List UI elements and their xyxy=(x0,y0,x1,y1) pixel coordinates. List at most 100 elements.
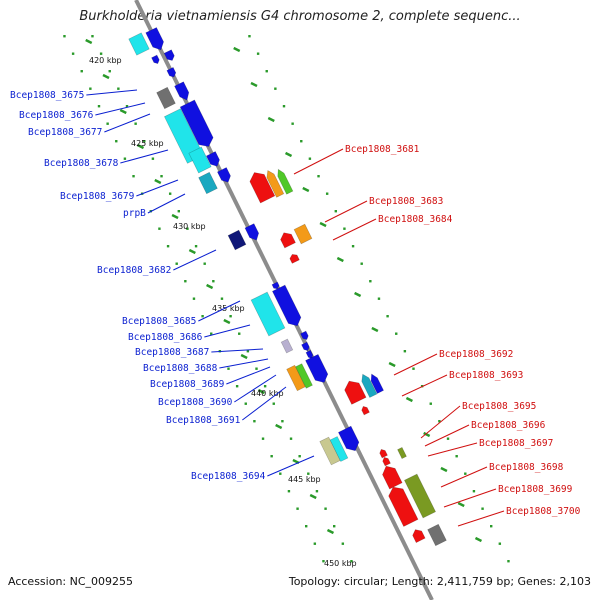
track-dot xyxy=(287,490,291,493)
leader-line xyxy=(443,488,497,508)
gene-feature xyxy=(145,27,164,51)
gene-feature xyxy=(272,284,302,327)
gene-label-reverse[interactable]: Bcep1808_3692 xyxy=(439,349,513,360)
leader-line xyxy=(95,102,146,116)
track-dot xyxy=(282,105,286,108)
gene-feature xyxy=(329,436,349,462)
track-dot xyxy=(166,245,170,248)
gene-label-forward[interactable]: Bcep1808_3679 xyxy=(60,191,135,202)
track-dot xyxy=(369,280,372,283)
track-dot xyxy=(298,455,301,458)
gene-label-reverse[interactable]: Bcep1808_3699 xyxy=(498,484,573,495)
gene-feature xyxy=(305,353,329,383)
gene-label-forward[interactable]: Bcep1808_3676 xyxy=(19,110,94,121)
track-dash xyxy=(309,493,317,500)
gene-labels: Bcep1808_3675Bcep1808_3676Bcep1808_3677B… xyxy=(10,90,581,517)
track-dash xyxy=(206,283,214,290)
gene-label-forward[interactable]: Bcep1808_3691 xyxy=(166,415,241,426)
track-dot xyxy=(255,367,258,370)
leader-line xyxy=(440,466,488,488)
track-dot xyxy=(324,507,327,510)
gene-label-forward[interactable]: Bcep1808_3694 xyxy=(191,471,266,482)
track-dot xyxy=(386,315,389,318)
leader-line xyxy=(136,179,179,197)
track-dot xyxy=(238,332,241,335)
gene-feature xyxy=(344,380,367,405)
gene-feature xyxy=(179,99,214,147)
track-dash xyxy=(240,353,248,360)
gene-feature xyxy=(379,449,388,459)
gene-feature xyxy=(286,364,306,392)
gene-label-reverse[interactable]: Bcep1808_3700 xyxy=(506,506,581,517)
leader-line xyxy=(293,148,344,175)
track-dot xyxy=(108,70,111,73)
accession-text: Accession: NC_009255 xyxy=(8,575,134,588)
gene-feature xyxy=(370,373,384,394)
track-dot xyxy=(341,542,345,545)
gene-label-forward[interactable]: Bcep1808_3686 xyxy=(128,332,203,343)
track-dot xyxy=(89,87,92,90)
gene-feature xyxy=(151,54,160,64)
track-dot xyxy=(210,332,213,335)
track-dash xyxy=(275,423,283,430)
gene-feature xyxy=(338,425,360,452)
gene-label-forward[interactable]: Bcep1808_3690 xyxy=(158,397,233,408)
track-dash xyxy=(85,38,93,45)
track-dash xyxy=(102,73,110,80)
gene-feature xyxy=(206,151,220,167)
gene-feature xyxy=(250,291,286,337)
track-dot xyxy=(212,280,215,283)
track-dot xyxy=(248,35,251,38)
leader-line xyxy=(211,348,264,353)
gene-label-reverse[interactable]: Bcep1808_3698 xyxy=(489,462,564,473)
gene-label-reverse[interactable]: Bcep1808_3684 xyxy=(378,214,453,225)
track-dot xyxy=(498,542,502,545)
track-dot xyxy=(429,402,432,405)
track-dash xyxy=(326,528,335,535)
topology-text: Topology: circular; Length: 2,411,759 bp… xyxy=(288,575,591,588)
track-dot xyxy=(272,402,275,405)
track-dot xyxy=(106,122,109,125)
track-dot xyxy=(279,472,282,475)
gene-label-reverse[interactable]: Bcep1808_3696 xyxy=(471,420,546,431)
track-dot xyxy=(291,122,294,125)
gene-feature xyxy=(166,67,177,78)
track-dot xyxy=(125,105,129,108)
leader-line xyxy=(219,358,269,369)
gene-label-forward[interactable]: Bcep1808_3678 xyxy=(44,158,119,169)
gene-label-forward[interactable]: Bcep1808_3685 xyxy=(122,316,196,327)
track-dot xyxy=(490,525,493,528)
track-dash xyxy=(440,466,448,473)
track-dash xyxy=(388,361,396,368)
track-dot xyxy=(507,560,510,563)
track-dash xyxy=(171,213,179,220)
kbp-tick-label: 450 kbp xyxy=(324,559,357,568)
gene-label-forward[interactable]: Bcep1808_3682 xyxy=(97,265,171,276)
gene-label-reverse[interactable]: Bcep1808_3683 xyxy=(369,196,443,207)
track-dot xyxy=(464,472,467,475)
gene-label-forward[interactable]: Bcep1808_3675 xyxy=(10,90,84,101)
track-dot xyxy=(256,52,260,55)
track-dot xyxy=(246,350,250,353)
gene-label-forward[interactable]: prpB xyxy=(123,208,146,219)
track-dot xyxy=(325,192,329,195)
gene-label-forward[interactable]: Bcep1808_3688 xyxy=(143,363,218,374)
track-dot xyxy=(175,262,178,265)
gene-label-reverse[interactable]: Bcep1808_3681 xyxy=(345,144,420,155)
leader-line xyxy=(226,366,271,385)
gene-feature xyxy=(217,167,231,183)
gene-feature xyxy=(277,168,294,195)
gene-label-forward[interactable]: Bcep1808_3677 xyxy=(28,127,102,138)
gene-label-reverse[interactable]: Bcep1808_3693 xyxy=(449,370,523,381)
gene-features xyxy=(128,27,447,547)
gene-label-reverse[interactable]: Bcep1808_3695 xyxy=(462,401,536,412)
gene-label-reverse[interactable]: Bcep1808_3697 xyxy=(479,438,553,449)
kbp-tick-label: 435 kbp xyxy=(212,304,245,313)
gene-label-forward[interactable]: Bcep1808_3689 xyxy=(150,379,225,390)
track-dot xyxy=(395,332,398,335)
gene-label-forward[interactable]: Bcep1808_3687 xyxy=(135,347,209,358)
leader-line xyxy=(332,218,377,241)
leader-line xyxy=(267,455,315,477)
gene-feature xyxy=(163,49,175,61)
